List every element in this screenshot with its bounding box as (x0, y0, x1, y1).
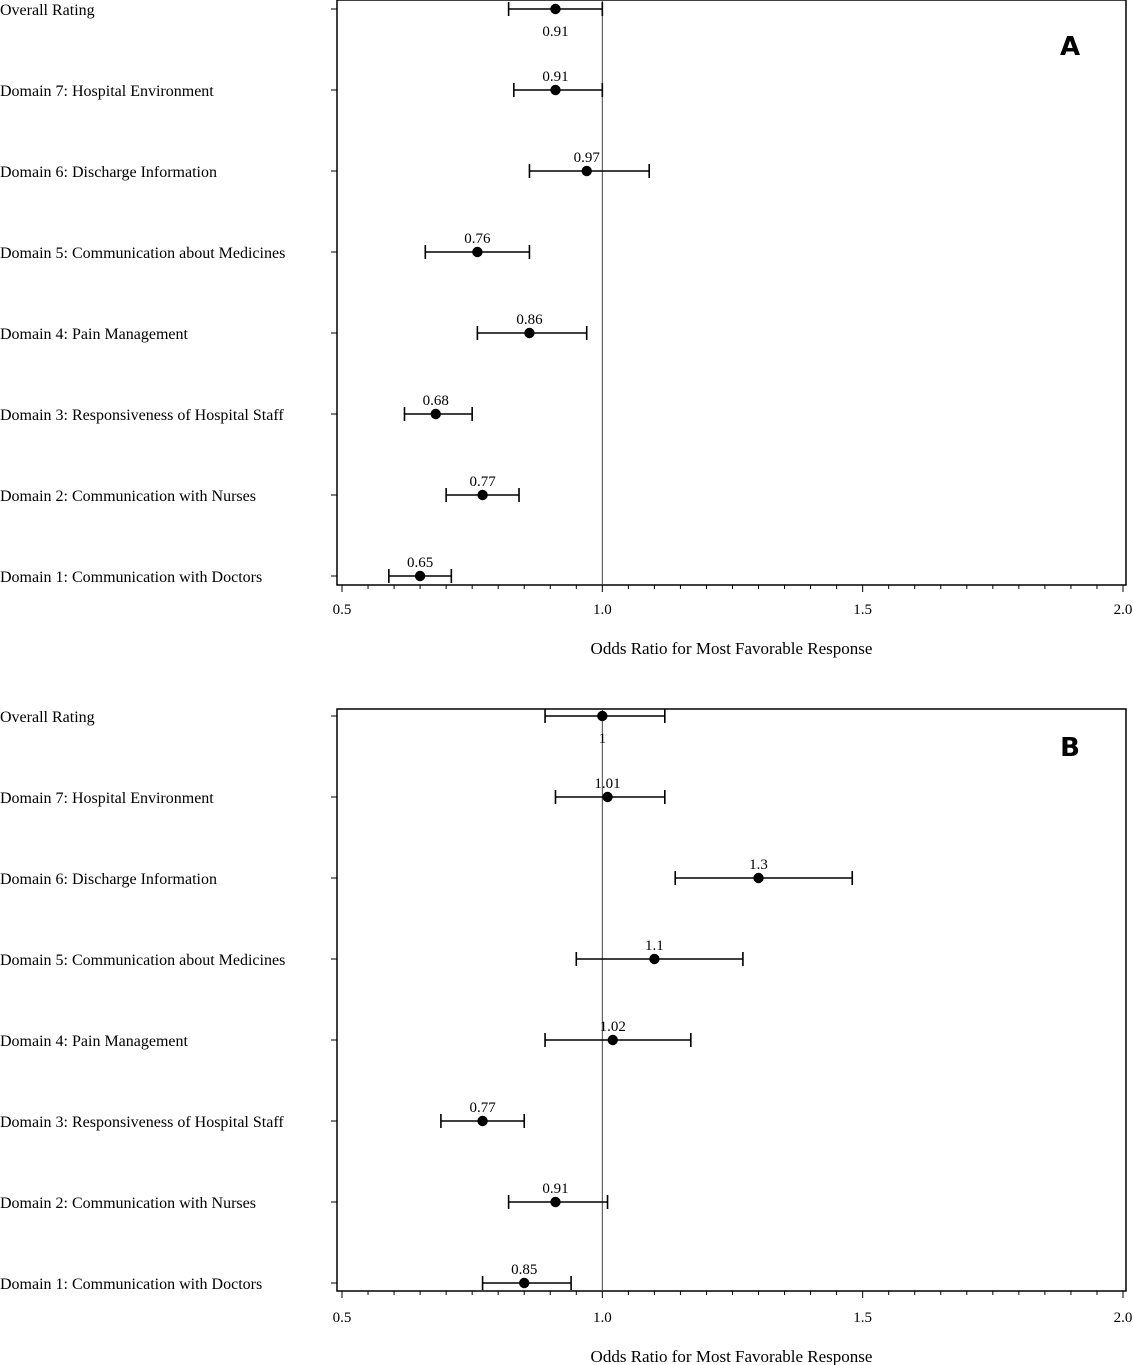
estimate-point (550, 84, 561, 96)
estimate-point (602, 791, 613, 803)
estimate-label: 0.68 (423, 393, 449, 409)
category-label: Domain 7: Hospital Environment (0, 83, 214, 100)
category-label: Domain 7: Hospital Environment (0, 790, 214, 807)
x-tick-label: 1.5 (853, 602, 872, 618)
forest-row: Overall Rating 0.91 (0, 2, 604, 40)
category-label: Domain 2: Communication with Nurses (0, 1195, 256, 1212)
category-label: Domain 2: Communication with Nurses (0, 488, 256, 505)
estimate-label: 1.3 (749, 857, 768, 873)
x-tick-label: 2.0 (1114, 602, 1133, 618)
estimate-label: 1.1 (645, 938, 664, 954)
forest-row: Domain 6: Discharge Information 0.97 (0, 150, 650, 181)
forest-row: Domain 5: Communication about Medicines 1… (0, 938, 744, 969)
estimate-label: 1 (599, 731, 607, 747)
forest-row: Domain 6: Discharge Information 1.3 (0, 857, 854, 888)
estimate-label: 0.77 (469, 1100, 496, 1116)
estimate-label: 0.85 (511, 1262, 537, 1278)
x-axis-label: Odds Ratio for Most Favorable Response (591, 1347, 873, 1365)
forest-row: Domain 3: Responsiveness of Hospital Sta… (0, 1100, 526, 1131)
x-tick-label: 1.5 (853, 1310, 872, 1326)
estimate-label: 0.77 (469, 474, 496, 490)
estimate-label: 1.02 (600, 1019, 626, 1035)
estimate-label: 0.91 (542, 69, 568, 85)
plot-frame (336, 708, 1127, 1292)
estimate-point (550, 3, 561, 15)
estimate-label: 0.91 (542, 1181, 568, 1197)
forest-row: Domain 4: Pain Management 0.86 (0, 312, 588, 343)
forest-row: Domain 1: Communication with Doctors 0.65 (0, 555, 453, 586)
category-label: Domain 6: Discharge Information (0, 164, 217, 181)
estimate-point (524, 327, 535, 339)
estimate-label: 0.76 (464, 231, 491, 247)
estimate-label: 0.97 (574, 150, 601, 166)
estimate-point (550, 1196, 561, 1208)
category-label: Overall Rating (0, 709, 95, 726)
estimate-point (581, 165, 592, 177)
estimate-point (649, 953, 660, 965)
forest-row: Domain 5: Communication about Medicines 0… (0, 231, 531, 262)
estimate-point (430, 408, 441, 420)
x-tick-label: 1.0 (593, 602, 612, 618)
estimate-point (477, 489, 488, 501)
x-tick-label: 2.0 (1114, 1310, 1133, 1326)
estimate-point (414, 570, 426, 582)
x-tick-label: 0.5 (333, 1310, 352, 1326)
category-label: Domain 4: Pain Management (0, 1033, 189, 1050)
estimate-point (472, 246, 483, 258)
category-label: Domain 4: Pain Management (0, 326, 189, 343)
forest-row: Domain 7: Hospital Environment 0.91 (0, 69, 604, 100)
estimate-point (607, 1034, 618, 1046)
estimate-label: 0.65 (407, 555, 433, 571)
estimate-point (477, 1115, 488, 1127)
category-label: Domain 1: Communication with Doctors (0, 569, 262, 586)
category-label: Domain 6: Discharge Information (0, 871, 217, 888)
category-label: Domain 1: Communication with Doctors (0, 1276, 262, 1293)
forest-row: Domain 2: Communication with Nurses 0.77 (0, 474, 520, 505)
category-label: Domain 3: Responsiveness of Hospital Sta… (0, 407, 284, 424)
category-label: Overall Rating (0, 2, 95, 19)
forest-row: Domain 7: Hospital Environment 1.01 (0, 776, 666, 807)
category-label: Domain 3: Responsiveness of Hospital Sta… (0, 1114, 284, 1131)
x-axis-label: Odds Ratio for Most Favorable Response (591, 639, 873, 658)
estimate-label: 1.01 (594, 776, 620, 792)
estimate-point (753, 872, 764, 884)
estimate-label: 0.91 (542, 24, 568, 40)
panel-letter: B (1060, 733, 1080, 763)
panel-letter: A (1060, 32, 1080, 62)
estimate-point (597, 710, 608, 722)
estimate-point (519, 1277, 530, 1289)
forest-row: Domain 1: Communication with Doctors 0.85 (0, 1262, 572, 1293)
forest-row: Domain 4: Pain Management 1.02 (0, 1019, 692, 1050)
forest-row: Domain 3: Responsiveness of Hospital Sta… (0, 393, 473, 424)
estimate-label: 0.86 (516, 312, 543, 328)
forest-row: Overall Rating 1 (0, 709, 666, 747)
category-label: Domain 5: Communication about Medicines (0, 952, 285, 969)
plot-frame (336, 0, 1127, 586)
x-tick-label: 0.5 (333, 602, 352, 618)
x-tick-label: 1.0 (593, 1310, 612, 1326)
category-label: Domain 5: Communication about Medicines (0, 245, 285, 262)
forest-row: Domain 2: Communication with Nurses 0.91 (0, 1181, 609, 1212)
